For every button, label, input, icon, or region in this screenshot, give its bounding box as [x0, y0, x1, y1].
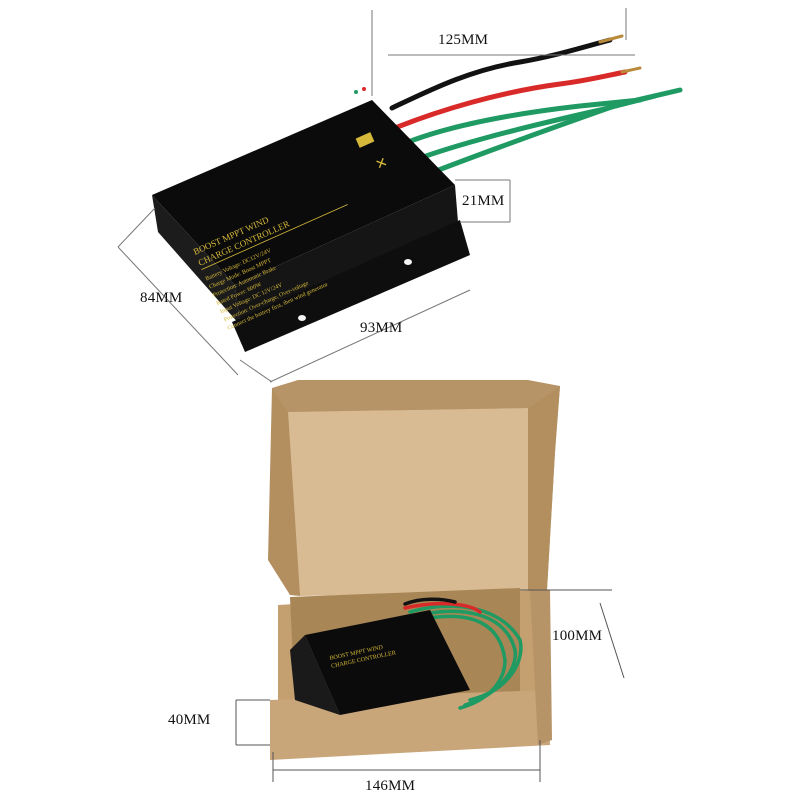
- controller-body-top: [152, 100, 455, 285]
- box-illustration: BOOST MPPT WIND CHARGE CONTROLLER: [268, 380, 560, 760]
- dim-height: 21MM: [462, 193, 505, 209]
- black-wire: [389, 37, 613, 111]
- dim-cable-length: 125MM: [438, 32, 489, 48]
- dim-box-height: 40MM: [168, 712, 211, 728]
- controller-top-illustration: ✕ BOOST MPPT WIND CHARGE CONTROLLER Batt…: [152, 34, 683, 352]
- dim-depth: 84MM: [140, 290, 183, 306]
- dim-width: 93MM: [360, 320, 403, 336]
- dimension-lines-top: [117, 8, 635, 383]
- red-wire: [392, 69, 628, 131]
- mounting-flange: [232, 220, 470, 352]
- dimension-lines-bottom: [235, 589, 625, 782]
- dim-box-width: 146MM: [365, 778, 416, 794]
- output-wires: [387, 34, 683, 188]
- controller-in-box: BOOST MPPT WIND CHARGE CONTROLLER: [290, 597, 523, 715]
- svg-text:✕: ✕: [374, 155, 391, 173]
- green-wire-3: [397, 87, 683, 188]
- dim-box-depth: 100MM: [552, 628, 603, 644]
- terminal-icons: ✕: [354, 87, 390, 174]
